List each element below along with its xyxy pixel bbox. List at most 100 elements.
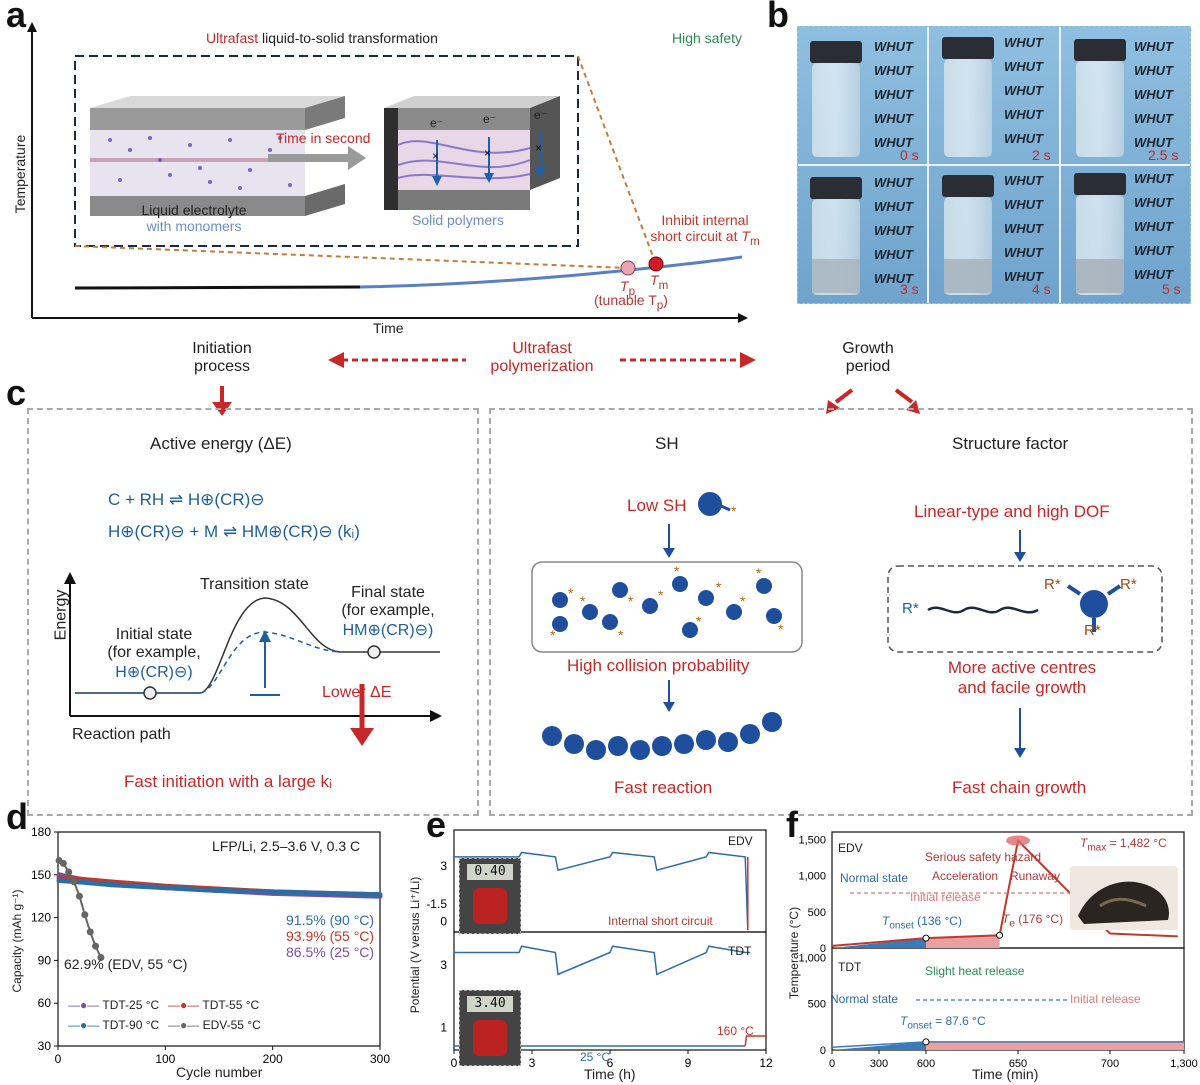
- y-tick-label: -1.5: [426, 897, 447, 911]
- electron-label-1: e⁻: [430, 116, 444, 130]
- energy-diagram: [64, 572, 442, 746]
- panel-a-graph: × × ×: [27, 22, 748, 323]
- tdt-label-f: TDT: [838, 960, 862, 974]
- svg-text:*: *: [550, 627, 556, 643]
- vial-time-2: 2 s: [1032, 147, 1051, 163]
- edv-voltage-line: [454, 851, 749, 930]
- retention-90: 91.5% (90 °C): [286, 912, 375, 928]
- legend-edv55: —●— EDV-55 °C: [168, 1018, 261, 1032]
- x-tick-label: 0: [451, 1056, 458, 1070]
- edv-label-f: EDV: [838, 841, 863, 855]
- te-edv-marker: [996, 931, 1004, 939]
- electron-label-2: e⁻: [483, 112, 497, 126]
- initiation-process-label: Initiation process: [192, 340, 252, 375]
- linear-type-label: Linear-type and high DOF: [914, 502, 1110, 521]
- initial-release-2-label: Initial release: [1070, 992, 1141, 1006]
- reaction-path-label: Reaction path: [72, 726, 171, 743]
- y-tick-label: 150: [31, 868, 51, 882]
- vial-time-4: 4 s: [1032, 281, 1051, 297]
- svg-text:*: *: [580, 593, 586, 609]
- retention-55: 93.9% (55 °C): [286, 928, 375, 944]
- y-tick-label: 90: [38, 953, 52, 967]
- y-tick-label: 60: [38, 996, 52, 1010]
- inhibit-short-circuit-label: Inhibit internal short circuit at Tm: [650, 212, 760, 248]
- burnt-cell-photo: [1070, 866, 1178, 930]
- tonset-tdt-marker: [922, 1038, 930, 1046]
- transition-state-label: Transition state: [200, 576, 309, 593]
- tonset-edv-label: Tonset (136 °C): [882, 914, 962, 932]
- y-tick-label: 3: [440, 859, 447, 873]
- vial-photo-grid: WHUT WHUT WHUT WHUT WHUT WHUT WHUT WHUT …: [797, 26, 1191, 304]
- plot-frame: [57, 831, 381, 1047]
- fast-reaction-label: Fast reaction: [614, 778, 713, 797]
- vial-photos: [798, 27, 1190, 303]
- lower-delta-e-label: Lower ΔE: [322, 684, 392, 701]
- data-point: [81, 911, 89, 919]
- acceleration-label: Acceleration: [932, 869, 999, 883]
- growth-period-label: Growth period: [842, 340, 894, 375]
- x-tick-label: 200: [263, 1052, 283, 1066]
- edv-temp-line: [831, 838, 1178, 947]
- temperature-axis-label: Temperature: [12, 134, 28, 214]
- tdt-voltage-line: [454, 945, 751, 976]
- edv-release-area: [926, 935, 1000, 948]
- serious-hazard-label: Serious safety hazard: [925, 850, 1042, 864]
- normal-state-2-label: Normal state: [830, 992, 899, 1006]
- t25-label: 25 °C: [580, 1050, 611, 1064]
- tonset-edv-marker: [922, 934, 930, 942]
- te-edv-label: Te (176 °C): [1002, 912, 1064, 930]
- x-tick-label: 650: [1009, 1058, 1027, 1070]
- r-star-bottom: R*: [1084, 622, 1101, 639]
- x-tick-label: 9: [685, 1056, 692, 1070]
- y-tick-label: 0: [820, 943, 826, 955]
- tdt-label-e: TDT: [728, 944, 752, 958]
- y-tick-label: 180: [31, 825, 51, 839]
- panel-f-xlabel: Time (min): [972, 1066, 1039, 1082]
- data-point: [270, 889, 276, 895]
- y-tick-label: 30: [38, 1039, 52, 1053]
- slight-heat-label: Slight heat release: [925, 964, 1025, 978]
- structure-factor-title: Structure factor: [952, 434, 1069, 453]
- meter-photo-1: 0.40: [459, 858, 521, 934]
- y-tick-label: 0: [820, 1045, 826, 1057]
- panel-d-xlabel: Cycle number: [176, 1064, 263, 1080]
- legend-tdt55: —●— TDT-55 °C: [168, 998, 260, 1012]
- r-star-right: R*: [1120, 576, 1137, 593]
- y-tick-label: 500: [808, 907, 826, 919]
- x-tick-label: 0: [829, 1058, 835, 1070]
- data-point: [65, 868, 73, 876]
- y-tick-label: 1,000: [798, 871, 826, 883]
- x-tick-label: 0: [55, 1052, 62, 1066]
- y-tick-label: 120: [31, 911, 51, 925]
- data-point: [86, 928, 94, 936]
- svg-text:*: *: [716, 579, 722, 595]
- active-energy-title: Active energy (ΔE): [150, 434, 292, 453]
- meter-readout-1: 0.40: [467, 864, 513, 880]
- panel-a-label: a: [6, 0, 27, 35]
- retention-25: 86.5% (25 °C): [286, 944, 375, 960]
- data-point: [109, 882, 115, 888]
- vial-time-5: 5 s: [1162, 281, 1181, 297]
- svg-text:*: *: [658, 587, 664, 603]
- liquid-electrolyte-label: Liquid electrolyte with monomers: [141, 202, 247, 234]
- tunable-tp-label: (tunable Tp): [594, 292, 668, 312]
- retention-edv: 62.9% (EDV, 55 °C): [64, 956, 188, 972]
- data-point: [76, 879, 82, 885]
- meter-photo-2: 3.40: [459, 990, 521, 1066]
- solid-polymers-label: Solid polymers: [412, 212, 504, 228]
- vial-time-3: 3 s: [900, 281, 919, 297]
- x-tick-label: 600: [917, 1058, 935, 1070]
- data-point: [323, 890, 329, 896]
- fast-initiation-label: Fast initiation with a large kᵢ: [124, 772, 332, 791]
- x-tick-label: 3: [529, 1056, 536, 1070]
- svg-text:*: *: [731, 503, 737, 519]
- tm-label: Tm: [650, 272, 669, 292]
- vial-time-2-5: 2.5 s: [1148, 147, 1179, 163]
- edv-label-e: EDV: [728, 834, 753, 848]
- tonset-tdt-label: Tonset = 87.6 °C: [900, 1014, 986, 1032]
- initiation-box: [27, 408, 479, 816]
- y-tick-label: 1,000: [798, 952, 826, 964]
- equation-1: C + RH ⇌ H⊕(CR)⊖: [108, 490, 265, 509]
- whut-watermark-grid: WHUT WHUT WHUT WHUT WHUT WHUT WHUT WHUT …: [874, 35, 1173, 286]
